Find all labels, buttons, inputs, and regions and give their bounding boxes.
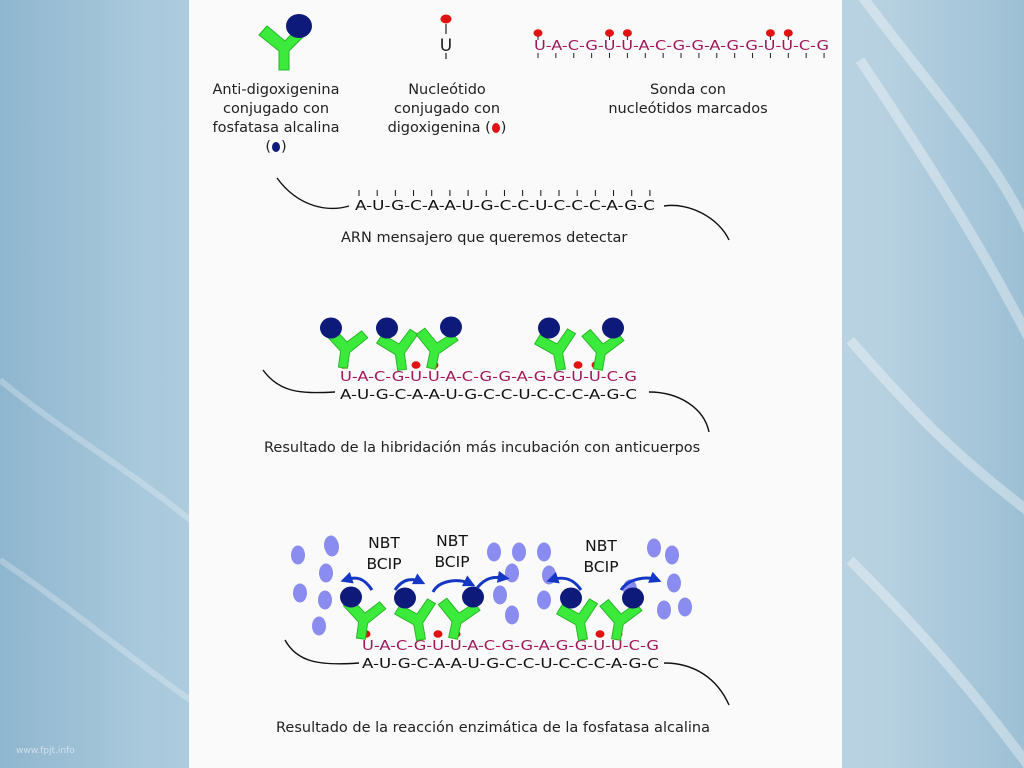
antibody-conjugate bbox=[375, 317, 419, 372]
enzymatic-caption: Resultado de la reacción enzimática de l… bbox=[276, 720, 710, 736]
mrna-sequence: A-U-G-C-A-A-U-G-C-C-U-C-C-C-A-G-C bbox=[355, 199, 655, 214]
precipitate-dot bbox=[647, 538, 661, 558]
antibody-conjugate bbox=[320, 317, 369, 369]
legend-nucleotide-label: Nucleótido conjugado con digoxigenina () bbox=[387, 82, 507, 136]
phosphatase-mark bbox=[602, 317, 624, 339]
precipitate-dot bbox=[324, 535, 338, 555]
digoxigenin-mark bbox=[595, 630, 605, 638]
enzymatic-group: U-A-C-G-U-U-A-C-G-G-A-G-G-U-U-C-G A-U-G-… bbox=[284, 535, 730, 706]
digoxigenin-mark bbox=[783, 29, 793, 37]
precipitate-dot bbox=[665, 545, 679, 565]
phosphatase-mark bbox=[320, 317, 342, 339]
legend-antibody-label: Anti-digoxigenina conjugado con fosfatas… bbox=[212, 82, 340, 155]
phosphatase-mark bbox=[622, 587, 644, 609]
precipitate-dot bbox=[318, 590, 332, 610]
enzymatic-mrna-sequence: A-U-G-C-A-A-U-G-C-C-U-C-C-C-A-G-C bbox=[362, 657, 659, 672]
hybridization-caption: Resultado de la hibridación más incubaci… bbox=[264, 440, 701, 456]
enzymatic-probe-sequence: U-A-C-G-U-U-A-C-G-G-A-G-G-U-U-C-G bbox=[362, 639, 659, 654]
antibody-conjugate bbox=[599, 587, 644, 641]
watermark: www.fpjt.info bbox=[16, 746, 75, 756]
antibody-conjugate bbox=[415, 316, 462, 370]
reaction-arrows bbox=[340, 570, 662, 593]
antibody-conjugate bbox=[437, 586, 484, 640]
legend-nucleotide-icon bbox=[440, 14, 452, 59]
digoxigenin-mark bbox=[533, 29, 543, 37]
legend-probe-labels bbox=[533, 29, 825, 58]
phosphatase-mark bbox=[440, 316, 462, 338]
diagram-drawing: U U-A-C-G-U-U-A-C-G-G-A-G-G-U-U-C-G A-U-… bbox=[258, 14, 829, 706]
precipitate-dot bbox=[312, 616, 326, 636]
legend-nucleotide-base: U bbox=[440, 36, 452, 56]
legend-antibody-icon bbox=[258, 14, 312, 71]
antibody-conjugate bbox=[581, 317, 625, 371]
precipitate-dot bbox=[537, 590, 551, 610]
phosphatase-mark bbox=[340, 586, 362, 608]
precipitate-dot bbox=[505, 605, 519, 625]
digoxigenin-mark bbox=[433, 630, 443, 638]
precipitate-dot bbox=[657, 600, 671, 620]
precipitate-dot bbox=[667, 573, 681, 593]
precipitate-dot bbox=[487, 542, 501, 562]
precipitate-dot bbox=[493, 585, 507, 605]
digoxigenin-mark bbox=[573, 361, 583, 369]
precipitate-dot bbox=[537, 542, 551, 562]
precipitate-dot bbox=[512, 542, 526, 562]
phosphatase-mark bbox=[560, 587, 582, 609]
legend-probe-sequence: U-A-C-G-U-U-A-C-G-G-A-G-G-U-U-C-G bbox=[534, 39, 829, 54]
antibody-conjugate bbox=[340, 586, 387, 640]
antibody-conjugate bbox=[555, 587, 599, 642]
phosphatase-mark bbox=[538, 317, 560, 339]
precipitate-dot bbox=[542, 565, 556, 585]
precipitate-dots bbox=[291, 535, 692, 636]
diagram-panel: U U-A-C-G-U-U-A-C-G-G-A-G-G-U-U-C-G A-U-… bbox=[189, 0, 842, 768]
digoxigenin-mark bbox=[411, 361, 421, 369]
phosphatase-mark bbox=[376, 317, 398, 339]
digoxigenin-mark bbox=[622, 29, 632, 37]
precipitate-dot bbox=[319, 563, 333, 583]
phosphatase-mark bbox=[462, 586, 484, 608]
hybridization-mrna-sequence: A-U-G-C-A-A-U-G-C-C-U-C-C-C-A-G-C bbox=[340, 388, 637, 403]
antibody-conjugate bbox=[533, 317, 577, 372]
hybridization-group: U-A-C-G-U-U-A-C-G-G-A-G-G-U-U-C-G A-U-G-… bbox=[262, 316, 710, 433]
mrna-ticks bbox=[358, 190, 651, 196]
digoxigenin-dot-icon bbox=[491, 123, 500, 133]
phosphatase-dot-icon bbox=[272, 142, 280, 152]
precipitate-dot bbox=[293, 583, 307, 603]
digoxigenin-mark bbox=[765, 29, 775, 37]
legend-probe-label: Sonda con nucleótidos marcados bbox=[608, 82, 768, 117]
phosphatase-mark bbox=[394, 587, 416, 609]
precipitate-dot bbox=[678, 597, 692, 617]
precipitate-dot bbox=[505, 563, 519, 583]
precipitate-dot bbox=[291, 545, 305, 565]
hybridization-probe-sequence: U-A-C-G-U-U-A-C-G-G-A-G-G-U-U-C-G bbox=[340, 370, 637, 385]
mrna-caption: ARN mensajero que queremos detectar bbox=[341, 230, 628, 246]
digoxigenin-mark bbox=[605, 29, 615, 37]
antibody-conjugate bbox=[393, 587, 437, 642]
